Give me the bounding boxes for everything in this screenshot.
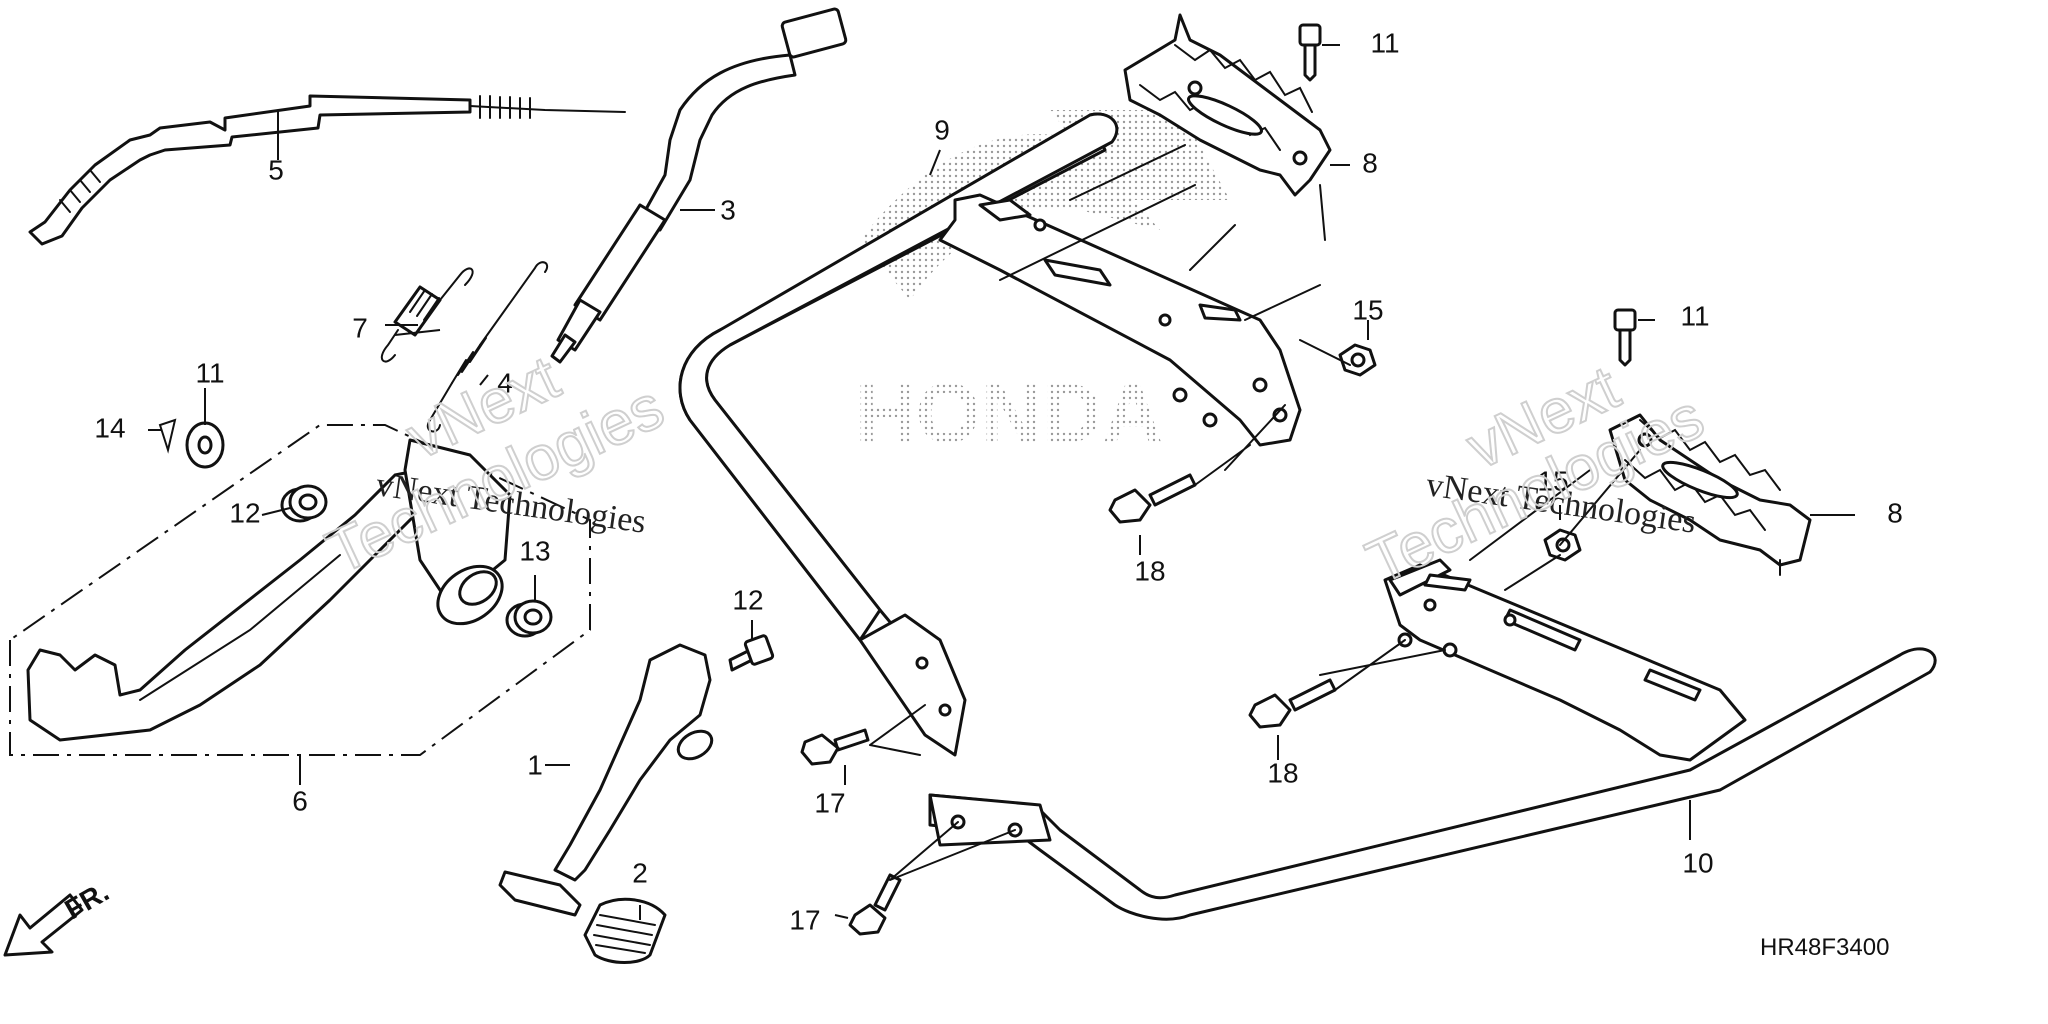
- brake-spring: [426, 261, 549, 433]
- callout-2: 2: [632, 857, 648, 888]
- nut-15-lower: [1543, 528, 1582, 562]
- washer: [185, 421, 225, 469]
- bushing-upper: [280, 484, 328, 523]
- step-bar-right: [928, 558, 1937, 921]
- callout-1: 1: [527, 749, 543, 780]
- footrest-upper: [1123, 13, 1332, 197]
- pedal-rubber: [583, 897, 667, 964]
- callout-11-upper: 11: [1370, 27, 1399, 58]
- bolt-12: [728, 634, 775, 672]
- callout-9: 9: [934, 114, 950, 145]
- callout-18-upper: 18: [1134, 555, 1165, 586]
- callout-11-lower: 11: [1680, 300, 1709, 331]
- callout-17-lower: 17: [789, 904, 820, 935]
- callout-8-lower: 8: [1887, 497, 1903, 528]
- return-spring: [380, 267, 474, 363]
- honda-watermark: HONDA: [855, 110, 1230, 460]
- callout-10: 10: [1682, 847, 1713, 878]
- bolt-18-upper: [1108, 473, 1197, 524]
- brake-cable: [28, 94, 626, 246]
- arrow-down-left-icon: [3, 893, 84, 957]
- callout-17-upper: 17: [814, 787, 845, 818]
- callout-14-lower: 13: [519, 535, 550, 566]
- bolt-17-upper: [800, 728, 870, 766]
- callout-4: 4: [497, 367, 513, 398]
- pedal-assembly-outline: [9, 424, 591, 756]
- callout-7: 7: [352, 312, 368, 343]
- cotter-pin: [158, 418, 177, 454]
- callout-5: 5: [268, 154, 284, 185]
- callout-18-lower: 18: [1267, 757, 1298, 788]
- callout-12: 12: [732, 584, 763, 615]
- leader-lines: [148, 44, 1855, 920]
- bushing-lower: [505, 599, 553, 638]
- footrest-lower: [1608, 413, 1812, 567]
- callout-6: 6: [292, 785, 308, 816]
- brake-pedal: [498, 643, 714, 917]
- callout-8-upper: 8: [1362, 147, 1378, 178]
- diagram-code: HR48F3400: [1760, 934, 1889, 961]
- step-bar-left: [678, 112, 1302, 757]
- callout-13: 11: [195, 357, 224, 388]
- front-indicator: FR.: [3, 876, 114, 957]
- callout-3: 3: [720, 194, 736, 225]
- bolt-18-lower: [1248, 678, 1337, 729]
- honda-logo-text: HONDA: [855, 366, 1163, 460]
- pedal-assembly: [26, 438, 512, 742]
- bolt-11-lower: [1613, 308, 1637, 367]
- callout-15-lower: 15: [1537, 465, 1568, 496]
- bolt-11-upper: [1298, 23, 1322, 82]
- callout-16: 14: [94, 412, 125, 443]
- callout-14-upper: 12: [229, 497, 260, 528]
- callout-labels: 5 3 7 4 11 14 12 13 6 1 2 12 17 17 9 11 …: [94, 27, 1902, 935]
- bolt-17-lower: [848, 873, 902, 936]
- brake-switch: [550, 7, 848, 364]
- nut-15-upper: [1338, 343, 1377, 377]
- callout-15-upper: 15: [1352, 294, 1383, 325]
